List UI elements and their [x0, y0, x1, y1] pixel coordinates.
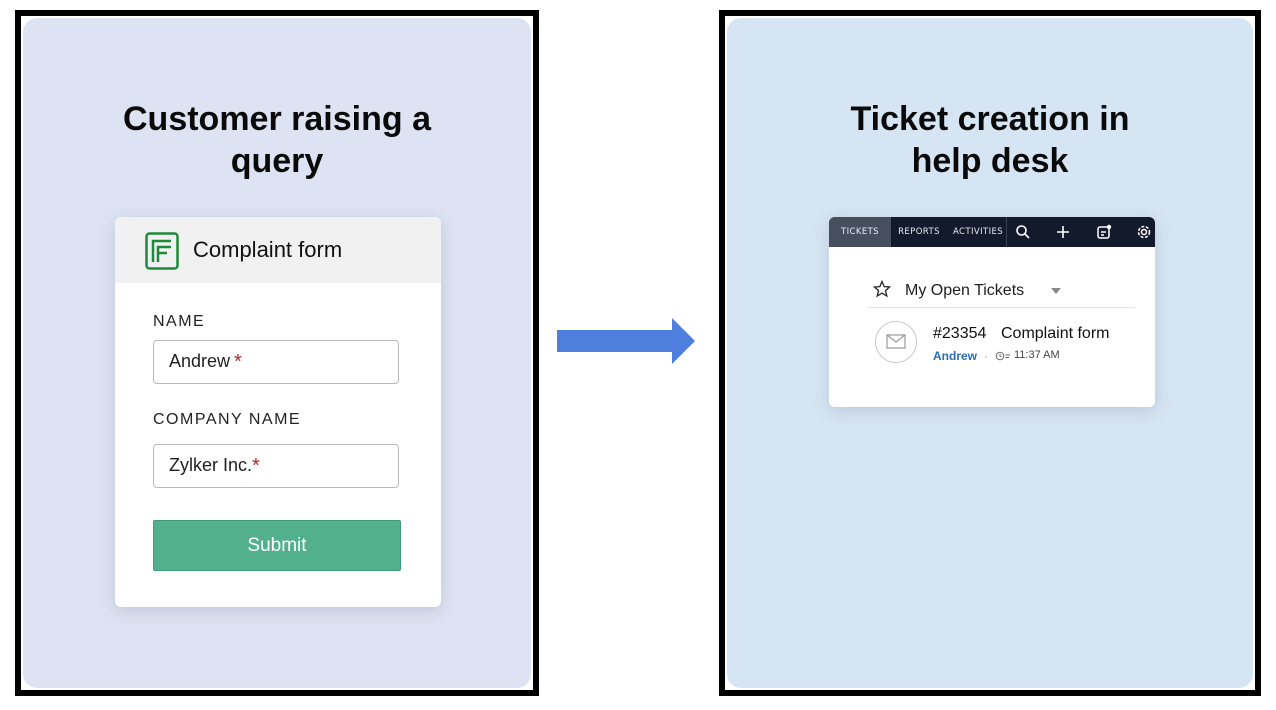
complaint-form-card: Complaint form NAME Andrew* COMPANY NAME… — [115, 217, 441, 607]
view-title: My Open Tickets — [905, 282, 1025, 299]
name-field-label: NAME — [153, 313, 206, 330]
form-title: Complaint form — [193, 237, 343, 262]
customer-query-title: Customer raising a query — [123, 100, 431, 180]
company-name-field[interactable]: Zylker Inc.* — [153, 444, 399, 488]
company-name-field-label: COMPANY NAME — [153, 411, 302, 428]
clock-icon — [995, 351, 1010, 361]
star-icon[interactable] — [873, 280, 891, 298]
name-field[interactable]: Andrew* — [153, 340, 399, 384]
compose-icon[interactable] — [1096, 224, 1112, 240]
customer-query-panel: Customer raising a query Complaint form … — [23, 18, 531, 688]
envelope-icon — [886, 334, 906, 349]
forms-logo-icon — [145, 232, 179, 270]
meta-separator: · — [984, 349, 988, 363]
ticket-creation-panel: Ticket creation in help desk TICKETS REP… — [727, 18, 1253, 688]
search-icon[interactable] — [1015, 224, 1031, 240]
tab-reports[interactable]: REPORTS — [898, 227, 940, 237]
name-field-value: Andrew — [169, 351, 231, 371]
required-mark: * — [252, 455, 260, 477]
tab-activities[interactable]: ACTIVITIES — [952, 227, 1004, 237]
form-header: Complaint form — [115, 217, 441, 283]
view-selector[interactable]: My Open Tickets — [867, 277, 1135, 308]
ticket-creation-title: Ticket creation in help desk — [850, 100, 1130, 180]
tab-tickets[interactable]: TICKETS — [829, 217, 891, 247]
customer-query-frame: Customer raising a query Complaint form … — [15, 10, 539, 696]
company-name-field-value: Zylker Inc. — [169, 455, 253, 475]
plus-icon[interactable] — [1055, 224, 1071, 240]
gear-icon[interactable] — [1136, 224, 1152, 240]
nav-divider — [1006, 217, 1007, 247]
ticket-id[interactable]: #23354 — [933, 325, 987, 342]
ticket-contact-link[interactable]: Andrew — [933, 349, 978, 363]
chevron-down-icon[interactable] — [1051, 288, 1061, 294]
helpdesk-nav-bar: TICKETS REPORTS ACTIVITIES — [829, 217, 1155, 247]
ticket-creation-frame: Ticket creation in help desk TICKETS REP… — [719, 10, 1261, 696]
ticket-subject[interactable]: Complaint form — [1001, 325, 1110, 342]
submit-button[interactable]: Submit — [153, 520, 401, 571]
ticket-time: 11:37 AM — [1014, 349, 1060, 361]
required-mark: * — [234, 351, 242, 373]
flow-arrow-icon — [557, 318, 695, 364]
helpdesk-card: TICKETS REPORTS ACTIVITIES — [829, 217, 1155, 407]
ticket-channel-avatar — [875, 321, 917, 363]
